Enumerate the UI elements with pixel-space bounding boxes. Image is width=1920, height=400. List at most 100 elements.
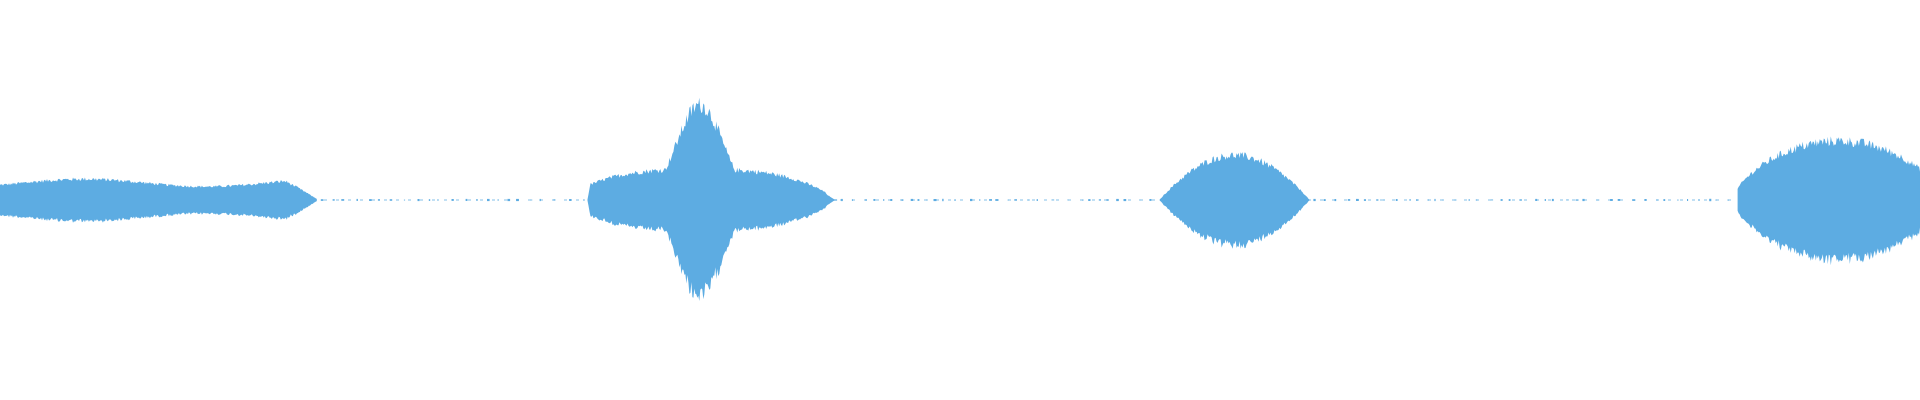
silence-speckle [437,199,439,201]
silence-speckle [1313,198,1316,202]
silence-speckle [530,199,533,201]
silence-speckle [1575,199,1579,201]
silence-speckle [954,199,956,201]
silence-speckle [873,199,876,201]
silence-speckle [1347,199,1351,201]
silence-speckle [890,199,893,201]
silence-speckle [1395,199,1398,201]
silence-speckle [1027,199,1030,201]
silence-speckle [389,199,393,201]
silence-speckle [1014,199,1017,201]
silence-speckle [1334,199,1337,202]
silence-speckle [1434,198,1436,202]
silence-speckle [369,199,372,201]
silence-speckle [979,199,981,201]
silence-speckle [865,199,867,201]
silence-speckle [1610,199,1613,201]
silence-speckle [1687,199,1689,201]
silence-speckle [1551,198,1554,202]
silence-speckle [841,198,843,202]
silence-speckle [1376,199,1379,201]
silence-speckle [851,199,853,201]
silence-speckle [1106,199,1109,201]
silence-speckle [1036,199,1038,201]
silence-speckle [1698,199,1700,201]
silence-speckle [1116,198,1119,202]
silence-speckle [1501,199,1503,201]
silence-speckle [428,199,431,201]
silence-speckle [1656,199,1658,201]
silence-speckle [1566,199,1569,201]
waveform-segment-4 [1737,136,1920,266]
silence-speckle [1454,199,1457,201]
silence-speckle [917,199,920,201]
silence-speckle [1356,198,1359,201]
waveform-segment-2 [587,97,838,301]
silence-speckle [1535,198,1538,201]
silence-speckle [516,198,519,202]
silence-speckle [332,199,335,201]
silence-speckle [497,199,499,201]
silence-speckle [1088,199,1091,201]
silence-speckle [1442,199,1444,201]
waveform-segment-3 [1159,152,1310,249]
silence-speckle [1149,199,1152,201]
silence-speckle [1544,199,1546,201]
silence-speckle [1663,199,1666,201]
silence-speckle [1363,199,1366,201]
silence-speckle [476,199,478,201]
silence-speckle [1677,199,1679,201]
silence-speckle [1617,199,1621,201]
silence-speckle [926,199,928,201]
silence-speckle [1468,199,1470,201]
silence-speckle [539,198,541,202]
silence-speckle [507,198,511,202]
silence-speckle [1082,199,1084,201]
silence-speckle [901,199,904,201]
silence-speckle [356,198,358,201]
silence-speckle [1098,199,1101,201]
silence-speckle [465,198,468,201]
silence-speckle [583,199,585,201]
silence-speckle [403,199,406,201]
waveform-segments [0,97,1920,301]
silence-speckle [1709,198,1712,202]
silence-speckle [320,199,324,201]
silence-speckle [451,199,454,201]
silence-speckle [341,199,345,201]
silence-speckle [989,199,992,201]
waveform-segment-1 [0,177,317,223]
silence-speckle [487,198,490,202]
silence-speckle [910,198,914,201]
silence-speckle [1596,199,1600,201]
silence-speckle [377,199,380,201]
silence-speckle [883,199,885,201]
silence-speckle [933,199,937,202]
silence-speckle [569,199,572,201]
silence-speckle [1383,199,1385,201]
silence-speckle [1051,199,1055,201]
silence-speckle [1519,199,1522,201]
silence-speckle [1644,199,1647,201]
silence-speckle [1427,199,1429,201]
silence-speckle [1409,199,1411,201]
silence-speckle [970,198,973,202]
silence-speckle [1632,199,1636,201]
silence-speckle [417,199,420,202]
silence-speckle [553,199,556,201]
silence-speckle [1067,199,1069,201]
silence-speckle [1582,198,1585,202]
silence-speckle [1007,199,1009,201]
silence-speckle [1123,199,1127,202]
silence-speckle [1715,199,1718,201]
silence-speckle [1508,199,1511,201]
silence-speckle [1475,199,1478,201]
silence-speckle [1490,199,1494,201]
silence-speckle [1139,199,1141,201]
silence-speckle [995,199,999,201]
silence-speckle [1727,199,1729,201]
silence-speckle [1416,199,1418,201]
silence-speckle [1323,199,1326,201]
silence-speckle [942,198,944,202]
